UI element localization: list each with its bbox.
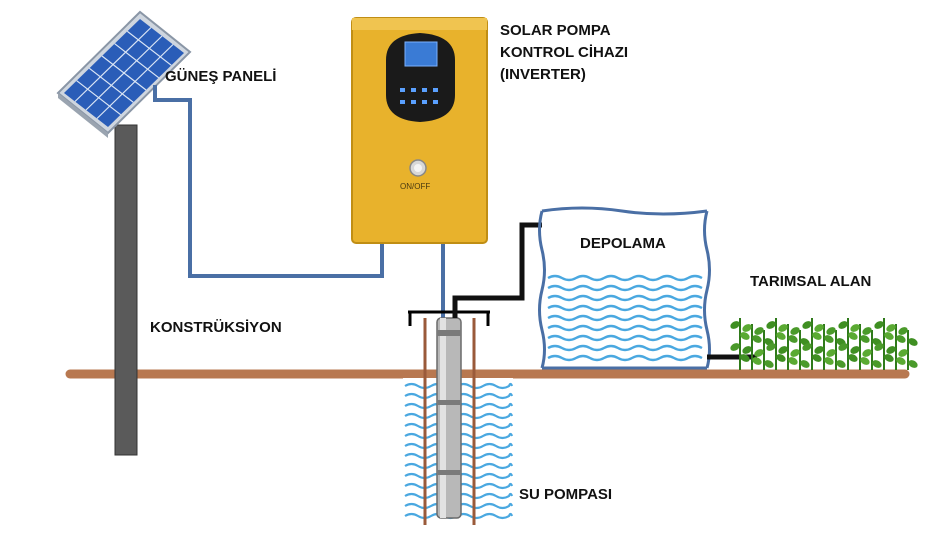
storage-label: DEPOLAMA (580, 235, 666, 252)
inverter-label-line1: SOLAR POMPA (500, 22, 611, 39)
inverter-device (351, 17, 488, 244)
on-off-label: ON/OFF (400, 182, 431, 191)
water-pipe (452, 222, 543, 318)
solar-panel-label: GÜNEŞ PANELİ (165, 68, 277, 85)
storage-tank (538, 206, 711, 370)
inverter-label-line3: (INVERTER) (500, 66, 586, 83)
support-pole (114, 124, 138, 456)
crop-plants (730, 318, 918, 370)
inverter-label-line2: KONTROL CİHAZI (500, 44, 629, 61)
solar-panel (56, 10, 192, 138)
pump-label: SU POMPASI (519, 486, 613, 503)
field-label: TARIMSAL ALAN (750, 273, 872, 290)
structure-label: KONSTRÜKSİYON (150, 319, 282, 336)
submersible-pump (436, 317, 462, 519)
inverter-label: SOLAR POMPA KONTROL CİHAZI (INVERTER) (500, 20, 628, 86)
panel-inverter-cable (153, 85, 384, 278)
